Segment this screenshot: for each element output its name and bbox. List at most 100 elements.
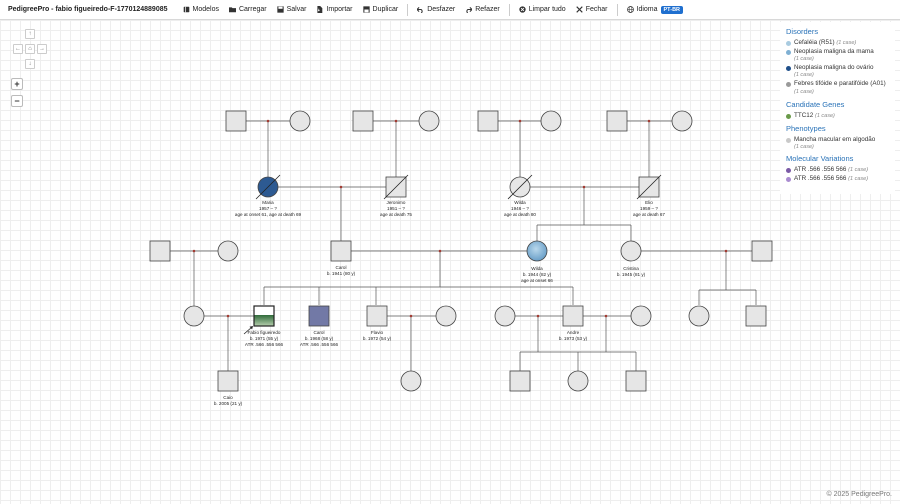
individual-flavio-child[interactable] — [400, 370, 422, 392]
grandmother-maternal-1[interactable] — [540, 110, 562, 132]
copyright-text: © 2025 PedigreePro. — [826, 491, 892, 498]
label-wilda-name: Wilda — [531, 266, 543, 271]
legend-label: TTC12 — [794, 112, 814, 119]
deceased-markers — [255, 174, 662, 200]
undo-icon — [417, 7, 423, 13]
pedigree-canvas[interactable]: ↑ ← ⌂ → ↓ + − © 2025 PedigreePro. — [0, 20, 900, 504]
individual-andre[interactable] — [562, 305, 584, 327]
toolbar-divider — [407, 3, 409, 16]
individual-andre-child-2[interactable] — [567, 370, 589, 392]
grandmother-paternal-1[interactable] — [289, 110, 311, 132]
label-fabio-birth: b. 1971 (55 y) — [250, 336, 279, 341]
individual-gen3-male[interactable] — [149, 240, 171, 262]
individual-andre-spouse-2[interactable] — [630, 305, 652, 327]
legend-label: ATR .566 .556 566 — [794, 166, 847, 173]
individual-gen3-female[interactable] — [217, 240, 239, 262]
pan-left-control[interactable]: ← — [13, 44, 23, 54]
legend-count: (1 case) — [848, 176, 869, 182]
label-cristina-name: Cristina — [623, 266, 639, 271]
legend-item-atr-2[interactable]: ATR .566 .556 566 (1 case) — [786, 175, 891, 183]
save-button[interactable]: Salvar — [272, 6, 312, 13]
close-button[interactable]: Fechar — [571, 6, 613, 13]
clear-circle-icon — [519, 6, 526, 13]
clear-all-button[interactable]: Limpar tudo — [514, 6, 571, 13]
individual-fabio-spouse[interactable] — [183, 305, 205, 327]
folder-open-icon — [228, 7, 236, 13]
language-badge: PT-BR — [660, 5, 684, 14]
legend-label: Febres tifóide e paratifóide (A01) — [794, 80, 886, 87]
import-label: Importar — [326, 6, 353, 13]
legend-item-cefaleia[interactable]: Cefaléia (R51) (1 case) — [786, 39, 891, 47]
legend-label: Neoplasia maligna da mama — [794, 48, 874, 55]
grandmother-paternal-2[interactable] — [418, 110, 440, 132]
pan-up-control[interactable]: ↑ — [25, 29, 35, 39]
legend-item-ttc12[interactable]: TTC12 (1 case) — [786, 112, 891, 120]
grandfather-paternal-1[interactable] — [225, 110, 247, 132]
legend-item-neoplasia-mama[interactable]: Neoplasia maligna da mama — [786, 48, 891, 56]
individual-carol-parent[interactable] — [330, 240, 352, 262]
label-caio-name: Caio — [223, 395, 233, 400]
individual-fabio-proband[interactable] — [253, 305, 275, 327]
load-button[interactable]: Carregar — [224, 6, 272, 13]
legend-label: Cefaléia (R51) — [794, 39, 835, 46]
legend-count: (1 case) — [836, 40, 857, 46]
legend-color-swatch — [786, 81, 791, 87]
individual-wilda[interactable] — [526, 240, 548, 262]
legend-item-atr-1[interactable]: ATR .566 .556 566 (1 case) — [786, 166, 891, 174]
legend-phenotypes: Phenotypes Mancha macular em algodão (1 … — [786, 124, 891, 150]
individual-caio[interactable] — [217, 370, 239, 392]
save-icon — [276, 6, 284, 13]
redo-button[interactable]: Refazer — [460, 6, 505, 13]
models-button[interactable]: Modelos — [178, 6, 224, 13]
pan-right-control[interactable]: → — [37, 44, 47, 54]
individual-flavio-spouse[interactable] — [435, 305, 457, 327]
individual-cristina-partner[interactable] — [751, 240, 773, 262]
legend-color-swatch — [786, 113, 791, 119]
individual-cousin-male[interactable] — [745, 305, 767, 327]
legend-count: (1 case) — [815, 113, 835, 119]
individual-carol[interactable] — [308, 305, 330, 327]
globe-icon — [626, 6, 634, 13]
toolbar-divider — [508, 3, 510, 16]
individual-flavio[interactable] — [366, 305, 388, 327]
label-jeronimo-dates: 1951 – ? — [387, 206, 405, 211]
legend-genes-title: Candidate Genes — [786, 100, 845, 109]
pan-down-control[interactable]: ↓ — [25, 59, 35, 69]
individual-andre-child-1[interactable] — [509, 370, 531, 392]
language-button[interactable]: Idioma PT-BR — [622, 5, 689, 14]
grandfather-maternal-2[interactable] — [606, 110, 628, 132]
zoom-out-button[interactable]: − — [11, 95, 23, 107]
label-carol-variant: ATR .566 .556 566 — [300, 342, 339, 347]
label-caio-birth: b. 2005 (21 y) — [214, 401, 243, 406]
label-andre-birth: b. 1973 (53 y) — [559, 336, 588, 341]
label-carol-parent-name: Carol — [336, 265, 347, 270]
legend-item-febres[interactable]: Febres tifóide e paratifóide (A01) (1 ca… — [786, 80, 891, 96]
reset-view-control[interactable]: ⌂ — [25, 44, 35, 54]
individual-cousin-female[interactable] — [688, 305, 710, 327]
legend-item-neoplasia-ovario[interactable]: Neoplasia maligna do ovário — [786, 64, 891, 72]
individual-andre-spouse-1[interactable] — [494, 305, 516, 327]
label-wilda-onset: age at onset 66 — [521, 278, 553, 283]
individual-andre-child-3[interactable] — [625, 370, 647, 392]
toolbar-divider — [616, 3, 618, 16]
legend-color-swatch — [786, 65, 791, 71]
label-cristina-birth: b. 1945 (81 y) — [617, 272, 646, 277]
duplicate-button[interactable]: Duplicar — [358, 6, 404, 13]
legend-color-swatch — [786, 137, 791, 143]
legend-genes: Candidate Genes TTC12 (1 case) — [786, 100, 891, 120]
legend-panel: Disorders Cefaléia (R51) (1 case) Neopla… — [780, 22, 895, 194]
zoom-in-button[interactable]: + — [11, 78, 23, 90]
grandfather-paternal-2[interactable] — [352, 110, 374, 132]
grandmother-maternal-2[interactable] — [671, 110, 693, 132]
legend-disorders: Disorders Cefaléia (R51) (1 case) Neopla… — [786, 27, 891, 96]
individual-cristina[interactable] — [620, 240, 642, 262]
label-maria-name: Maria — [262, 200, 274, 205]
legend-item-mancha[interactable]: Mancha macular em algodão — [786, 136, 891, 144]
import-button[interactable]: Importar — [311, 6, 357, 13]
legend-color-swatch — [786, 167, 791, 173]
duplicate-label: Duplicar — [372, 6, 399, 13]
label-wilda-birth: b. 1944 (82 y) — [523, 272, 552, 277]
label-elio-name: Elio — [645, 200, 653, 205]
grandfather-maternal-1[interactable] — [477, 110, 499, 132]
undo-button[interactable]: Desfazer — [412, 6, 460, 13]
